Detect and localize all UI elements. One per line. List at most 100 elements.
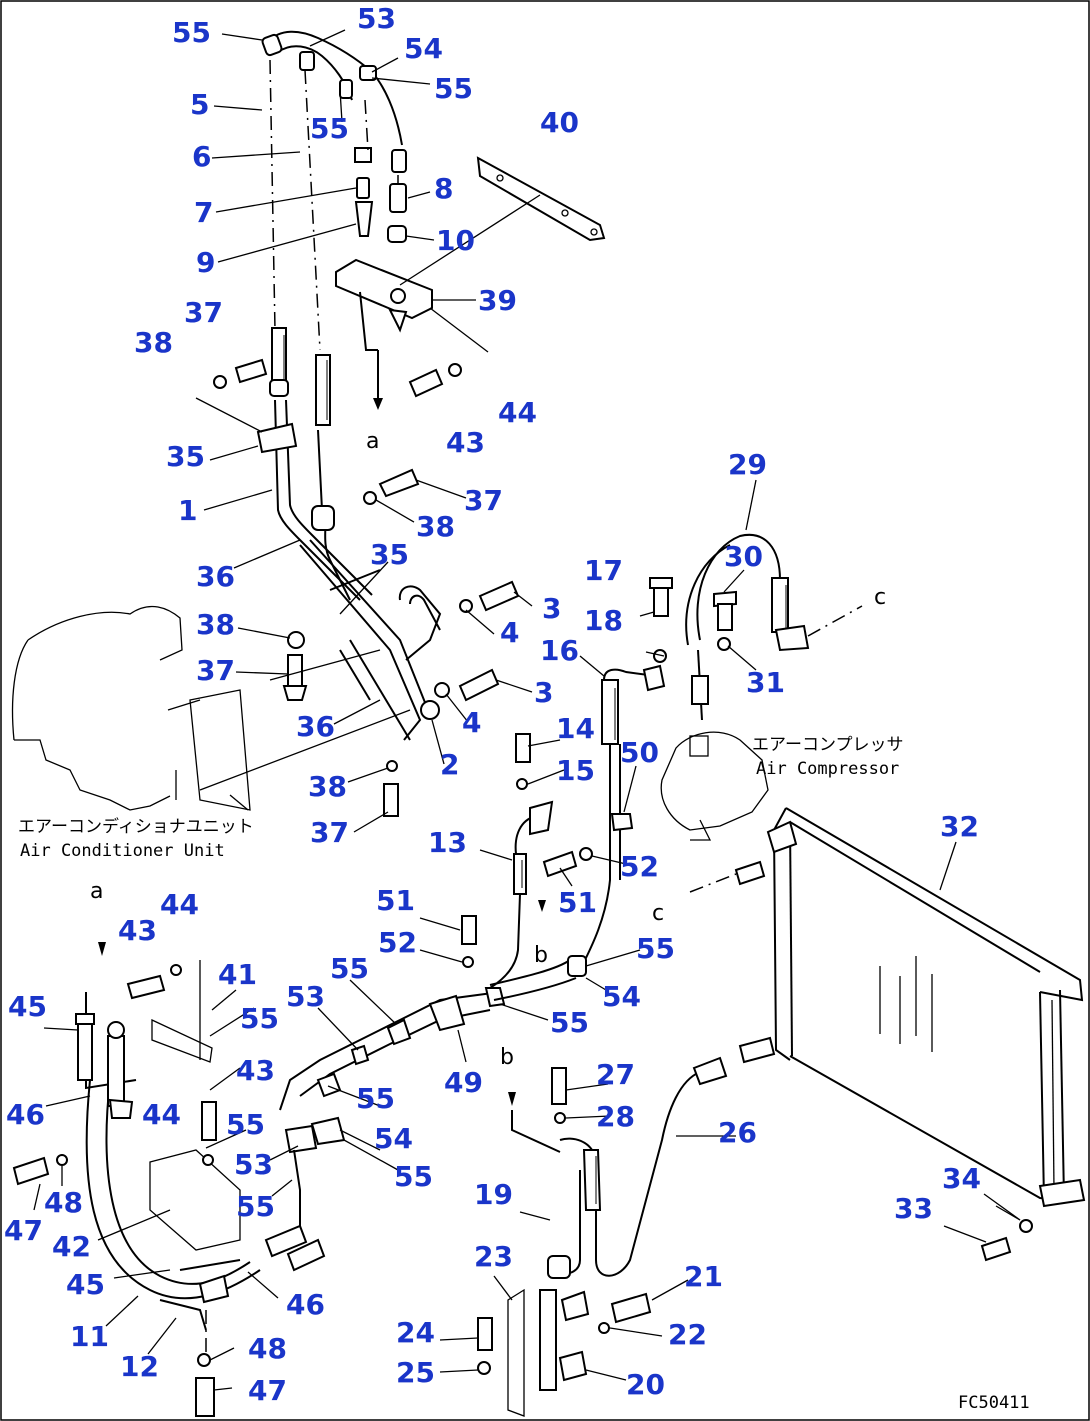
callout-39: 39 — [478, 284, 517, 317]
air-conditioner-unit — [11, 605, 251, 811]
callout-40: 40 — [540, 106, 579, 139]
callout-37: 37 — [196, 654, 235, 687]
callout-23: 23 — [474, 1240, 513, 1273]
callout-43: 43 — [118, 914, 157, 947]
callout-37: 37 — [310, 816, 349, 849]
callout-55: 55 — [236, 1190, 275, 1223]
callout-44: 44 — [498, 396, 537, 429]
callout-54: 54 — [404, 32, 443, 65]
callout-35: 35 — [370, 538, 409, 571]
callout-43: 43 — [236, 1054, 275, 1087]
callout-55: 55 — [550, 1006, 589, 1039]
callout-42: 42 — [52, 1230, 91, 1263]
callout-45: 45 — [66, 1268, 105, 1301]
callout-1: 1 — [178, 494, 197, 527]
drawing-code: FC50411 — [958, 1393, 1030, 1413]
callout-41: 41 — [218, 958, 257, 991]
callout-47: 47 — [248, 1374, 287, 1407]
callout-36: 36 — [196, 560, 235, 593]
callout-49: 49 — [444, 1066, 483, 1099]
callout-28: 28 — [596, 1100, 635, 1133]
condenser-fins — [879, 956, 933, 1052]
air-compressor-label-en: Air Compressor — [756, 759, 899, 779]
pipe-11-12 — [85, 955, 587, 1331]
callout-55: 55 — [310, 112, 349, 145]
callout-22: 22 — [668, 1318, 707, 1351]
view-letter-c-top: c — [874, 585, 886, 610]
callout-38: 38 — [196, 608, 235, 641]
callout-47: 47 — [4, 1214, 43, 1247]
callout-24: 24 — [396, 1316, 435, 1349]
callout-54: 54 — [374, 1122, 413, 1155]
callout-21: 21 — [684, 1260, 723, 1293]
callout-50: 50 — [620, 736, 659, 769]
callout-8: 8 — [434, 172, 453, 205]
view-letter-c-detail: c — [652, 901, 664, 926]
callout-33: 33 — [894, 1192, 933, 1225]
callout-32: 32 — [940, 810, 979, 843]
callout-10: 10 — [436, 224, 475, 257]
callout-31: 31 — [746, 666, 785, 699]
callout-25: 25 — [396, 1356, 435, 1389]
callout-34: 34 — [942, 1162, 981, 1195]
callout-46: 46 — [286, 1288, 325, 1321]
callout-30: 30 — [724, 540, 763, 573]
callout-38: 38 — [134, 326, 173, 359]
callout-6: 6 — [192, 140, 211, 173]
view-letter-b-detail: b — [500, 1045, 514, 1070]
callout-20: 20 — [626, 1368, 665, 1401]
callout-53: 53 — [286, 980, 325, 1013]
callout-48: 48 — [44, 1186, 83, 1219]
callout-12: 12 — [120, 1350, 159, 1383]
callout-55: 55 — [172, 16, 211, 49]
callout-55: 55 — [240, 1002, 279, 1035]
callout-48: 48 — [248, 1332, 287, 1365]
callout-46: 46 — [6, 1098, 45, 1131]
callout-43: 43 — [446, 426, 485, 459]
pipe-assembly-2 — [199, 569, 520, 817]
callout-54: 54 — [602, 980, 641, 1013]
callout-55: 55 — [434, 72, 473, 105]
pipe-assembly-1 — [195, 327, 431, 741]
callout-11: 11 — [70, 1320, 109, 1353]
air-compressor-label-jp: エアーコンプレッサ — [752, 735, 903, 755]
view-letter-a-detail: a — [90, 879, 103, 904]
callout-51: 51 — [558, 886, 597, 919]
callout-52: 52 — [378, 926, 417, 959]
callout-29: 29 — [728, 448, 767, 481]
callout-15: 15 — [556, 754, 595, 787]
callout-53: 53 — [234, 1148, 273, 1181]
air-conditioner-unit-label-en: Air Conditioner Unit — [20, 841, 225, 861]
callout-55: 55 — [330, 952, 369, 985]
callout-19: 19 — [474, 1178, 513, 1211]
upper-hose-group — [261, 30, 407, 351]
callout-44: 44 — [160, 888, 199, 921]
callout-37: 37 — [184, 296, 223, 329]
callout-14: 14 — [556, 712, 595, 745]
callout-55: 55 — [636, 932, 675, 965]
callout-26: 26 — [718, 1116, 757, 1149]
callout-2: 2 — [440, 748, 459, 781]
callout-numbers: 55 53 54 55 5 55 6 40 7 8 9 10 39 37 38 … — [4, 2, 981, 1407]
callout-4: 4 — [462, 706, 481, 739]
air-conditioner-unit-label-jp: エアーコンディショナユニット — [18, 816, 254, 837]
callout-37: 37 — [464, 484, 503, 517]
callout-13: 13 — [428, 826, 467, 859]
callout-17: 17 — [584, 554, 623, 587]
pipe-16 — [579, 577, 673, 971]
bracket-group-a — [12, 942, 241, 1417]
callout-55: 55 — [394, 1160, 433, 1193]
callout-27: 27 — [596, 1058, 635, 1091]
pipe-19 — [477, 1056, 728, 1417]
callout-38: 38 — [416, 510, 455, 543]
view-letter-b-top: b — [534, 943, 548, 968]
callout-51: 51 — [376, 884, 415, 917]
callout-53: 53 — [357, 2, 396, 35]
callout-55: 55 — [226, 1108, 265, 1141]
callout-55: 55 — [356, 1082, 395, 1115]
callout-5: 5 — [190, 88, 209, 121]
callout-35: 35 — [166, 440, 205, 473]
view-letter-a-top: a — [366, 429, 379, 454]
callout-9: 9 — [196, 246, 215, 279]
